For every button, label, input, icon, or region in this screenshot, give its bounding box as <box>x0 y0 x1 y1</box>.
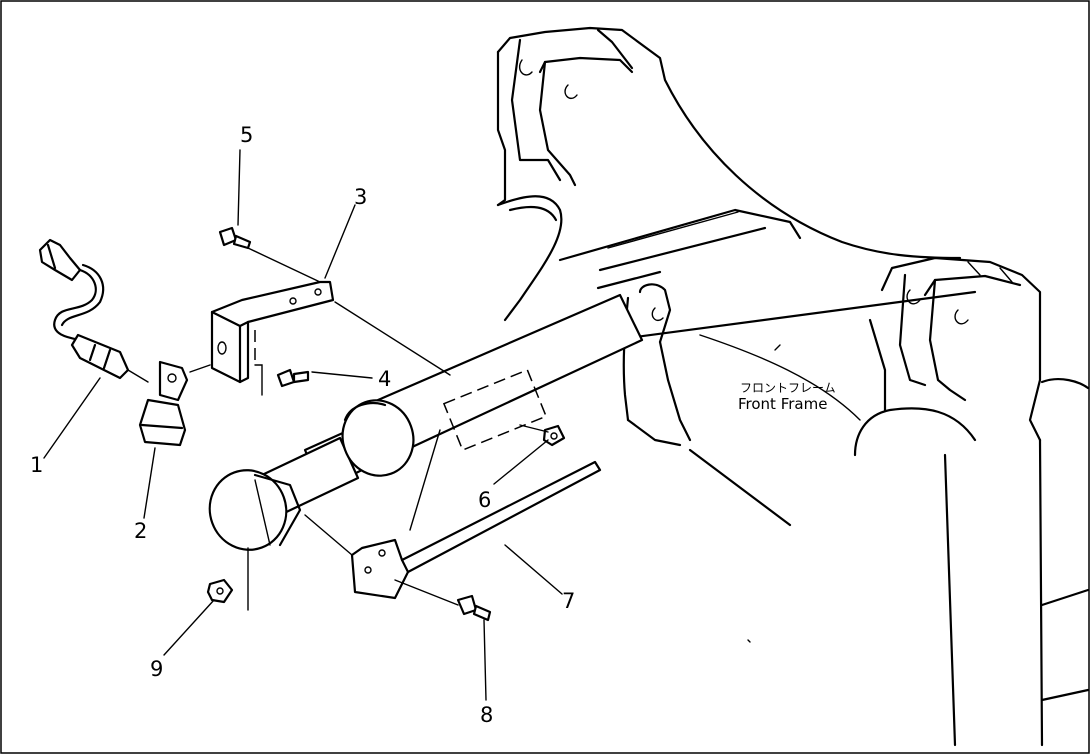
clamp-part-2 <box>138 360 189 447</box>
bolt-part-4 <box>276 368 310 388</box>
plate-part-7 <box>350 460 602 600</box>
leader-9 <box>163 599 215 656</box>
leader-3 <box>324 204 356 279</box>
callout-3: 3 <box>354 185 367 209</box>
leader-8 <box>483 619 487 701</box>
callout-5: 5 <box>240 123 253 147</box>
hidden-lines <box>254 330 548 452</box>
leader-lines <box>43 149 563 701</box>
bolt-part-5 <box>218 226 252 250</box>
bolt-part-8 <box>456 594 492 622</box>
callout-9: 9 <box>150 657 163 681</box>
callout-2: 2 <box>134 519 147 543</box>
cylinder-assembly <box>208 293 644 551</box>
leader-5 <box>237 149 241 226</box>
bracket-part-3 <box>210 280 335 396</box>
leader-6 <box>493 439 549 485</box>
leader-7 <box>504 544 563 595</box>
nut-part-9 <box>206 578 234 604</box>
callout-6: 6 <box>478 488 491 512</box>
callout-4: 4 <box>378 367 391 391</box>
leader-1 <box>43 377 101 459</box>
callout-1: 1 <box>30 453 43 477</box>
front-frame <box>496 26 1090 747</box>
frame-label-english: Front Frame <box>738 395 827 413</box>
sensor-part-1 <box>38 238 130 380</box>
frame-label-japanese: フロントフレーム <box>740 381 836 395</box>
leader-2 <box>143 447 156 519</box>
callout-8: 8 <box>480 703 493 727</box>
leader-4 <box>311 371 373 379</box>
nut-part-6 <box>542 424 566 447</box>
callout-7: 7 <box>562 589 575 613</box>
